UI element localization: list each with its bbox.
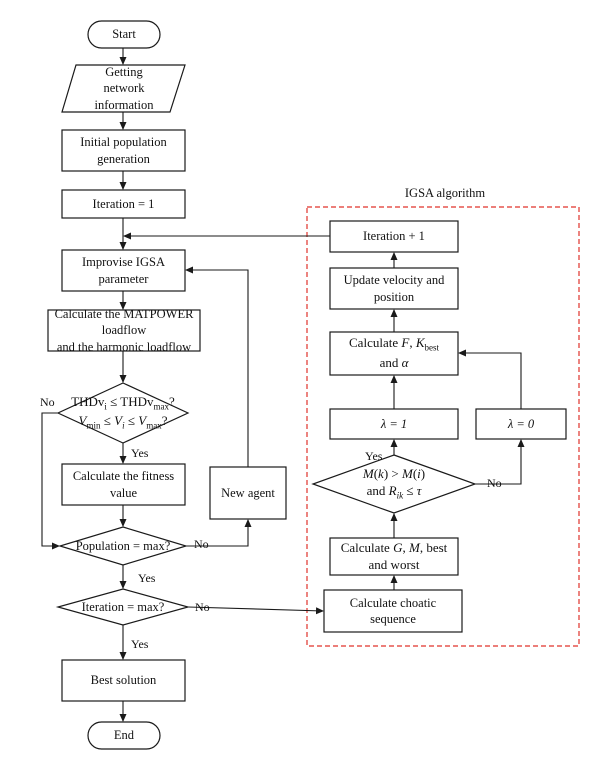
edge-yes-constraint: Yes: [131, 446, 149, 460]
edge-no-constraint: No: [40, 395, 55, 409]
arrow-constraint-no: [41, 412, 60, 550]
update-velocity-node: [329, 267, 459, 310]
iteration-plus-node: [329, 220, 459, 253]
iteration-max-decision: [55, 588, 191, 626]
calc-g-node: [329, 537, 459, 576]
edge-yes-population: Yes: [138, 571, 156, 585]
start-node: [87, 20, 161, 49]
igsa-region: [306, 206, 580, 647]
constraint-decision: [56, 382, 190, 444]
edge-no-iteration: No: [195, 600, 210, 614]
arrow-iteration-no: [187, 606, 324, 615]
condition-decision: [311, 454, 477, 514]
population-decision: [57, 526, 189, 566]
getting-info-node: [61, 64, 186, 113]
edge-yes-iteration: Yes: [131, 637, 149, 651]
lambda-1-node: [329, 408, 459, 440]
lambda-0-node: [475, 408, 567, 440]
best-solution-node: [61, 659, 186, 702]
calc-f-node: [329, 331, 459, 376]
arrow-population-no: [186, 519, 252, 547]
calculate-loadflow-node: [47, 309, 201, 352]
end-node: [87, 721, 161, 750]
chaotic-node: [323, 589, 463, 633]
edge-yes-condition: Yes: [365, 449, 383, 463]
arrow-newagent-to-improvise: [185, 266, 249, 467]
arrow-lambda0-to-calcf: [458, 349, 522, 409]
new-agent-node: [209, 466, 287, 520]
initial-population-node: [61, 129, 186, 172]
fitness-node: [61, 463, 186, 506]
improvise-node: [61, 249, 186, 292]
iteration-1-node: [61, 189, 186, 219]
edge-no-condition: No: [487, 476, 502, 490]
arrow-condition-no: [475, 439, 525, 485]
edge-no-population: No: [194, 537, 209, 551]
